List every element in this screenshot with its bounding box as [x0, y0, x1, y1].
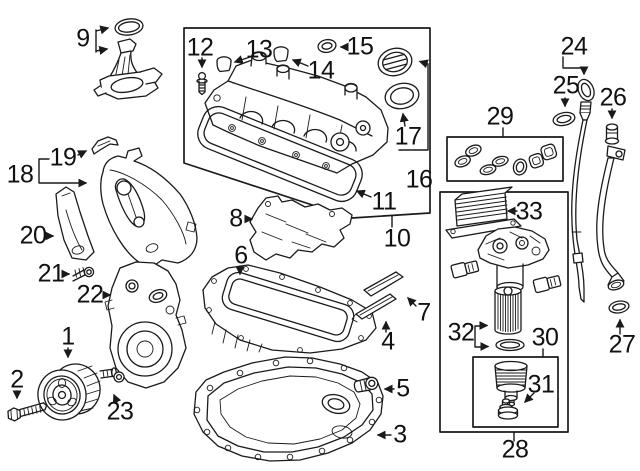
part-oil-filter-element	[494, 286, 522, 335]
part-bolt-2	[7, 402, 48, 422]
leader-11	[355, 189, 372, 199]
part-dipstick	[571, 78, 595, 303]
leader-13	[233, 55, 251, 64]
part-oil-level-sensor	[93, 38, 163, 100]
leader-9	[95, 25, 110, 55]
callout-4[interactable]: 4	[381, 327, 395, 356]
part-filter-cap	[494, 360, 528, 407]
callout-26[interactable]: 26	[599, 83, 627, 112]
part-bolt-23	[99, 367, 125, 383]
callout-12[interactable]: 12	[186, 33, 214, 62]
callout-30[interactable]: 30	[531, 323, 559, 352]
part-bracket-19	[91, 136, 119, 155]
part-oring-25	[552, 111, 576, 127]
callout-25[interactable]: 25	[552, 71, 580, 100]
callout-21[interactable]: 21	[37, 259, 65, 288]
callout-16[interactable]: 16	[405, 165, 433, 194]
callout-18[interactable]: 18	[6, 160, 34, 189]
callout-10[interactable]: 10	[383, 224, 411, 253]
leader-18	[38, 158, 88, 188]
callout-11[interactable]: 11	[371, 187, 397, 216]
part-valve-cover-gasket	[197, 105, 363, 203]
callout-2[interactable]: 2	[10, 365, 24, 394]
part-oil-cooler	[445, 186, 522, 239]
part-baffle-7	[363, 271, 404, 297]
leader-16-bracket	[398, 59, 429, 151]
part-separator-8	[249, 195, 353, 261]
part-timing-cover-lower	[104, 261, 187, 389]
callout-6[interactable]: 6	[234, 241, 248, 270]
part-oil-pan-lower	[193, 356, 384, 462]
part-baffle-4	[351, 293, 397, 323]
part-cover-trim-20	[55, 186, 95, 261]
callout-24[interactable]: 24	[560, 32, 588, 61]
leader-7	[407, 297, 417, 307]
leader-14	[291, 58, 309, 68]
callout-33[interactable]: 33	[515, 197, 543, 226]
part-seal-kit	[454, 143, 558, 176]
part-oil-pressure-sensor-left	[450, 260, 480, 279]
part-filter-oring	[495, 338, 525, 352]
callout-8[interactable]: 8	[229, 204, 243, 233]
callout-27[interactable]: 27	[608, 330, 636, 359]
callout-32[interactable]: 32	[447, 318, 475, 347]
part-bypass-plug-31	[497, 398, 519, 420]
callout-20[interactable]: 20	[19, 221, 47, 250]
callout-23[interactable]: 23	[106, 397, 134, 426]
leader-32-bracket	[474, 320, 490, 352]
part-oring-27	[608, 300, 630, 314]
part-bolt-21	[72, 266, 95, 282]
leader-24-bracket	[562, 56, 589, 76]
callout-7[interactable]: 7	[417, 298, 431, 327]
callout-13[interactable]: 13	[245, 35, 273, 64]
callout-28[interactable]: 28	[501, 435, 529, 464]
callout-17[interactable]: 17	[394, 122, 422, 151]
part-filter-housing	[477, 226, 550, 293]
part-bolt-12	[196, 71, 208, 96]
part-crank-pulley	[37, 363, 101, 421]
callout-31[interactable]: 31	[527, 370, 555, 399]
part-cap-14	[273, 46, 289, 63]
leader-17	[399, 112, 409, 127]
callout-14[interactable]: 14	[307, 56, 335, 85]
part-oil-pan-upper	[202, 264, 377, 354]
leader-23	[112, 393, 122, 404]
part-timing-cover-upper	[100, 147, 198, 268]
callout-3[interactable]: 3	[393, 420, 407, 449]
leader-19	[77, 150, 88, 159]
gasket-kit-box	[446, 136, 564, 182]
callout-19[interactable]: 19	[49, 143, 77, 172]
part-cap-13	[216, 56, 232, 73]
part-valve-cover	[204, 51, 389, 174]
callout-15[interactable]: 15	[346, 32, 374, 61]
part-oil-pressure-sensor-right	[532, 275, 562, 294]
callout-29[interactable]: 29	[486, 102, 514, 131]
callout-5[interactable]: 5	[396, 374, 410, 403]
part-drain-plug	[353, 376, 379, 393]
part-grommet-15	[317, 38, 337, 54]
callout-22[interactable]: 22	[76, 280, 104, 309]
part-oring-9	[114, 18, 144, 36]
valve-cover-group-box	[183, 27, 431, 219]
part-dipstick-tube	[596, 123, 626, 291]
part-cap-seal	[384, 82, 420, 110]
callout-1[interactable]: 1	[61, 322, 75, 351]
callout-9[interactable]: 9	[76, 24, 90, 53]
part-oil-filler-cap	[377, 47, 413, 77]
leader-31	[524, 392, 535, 403]
